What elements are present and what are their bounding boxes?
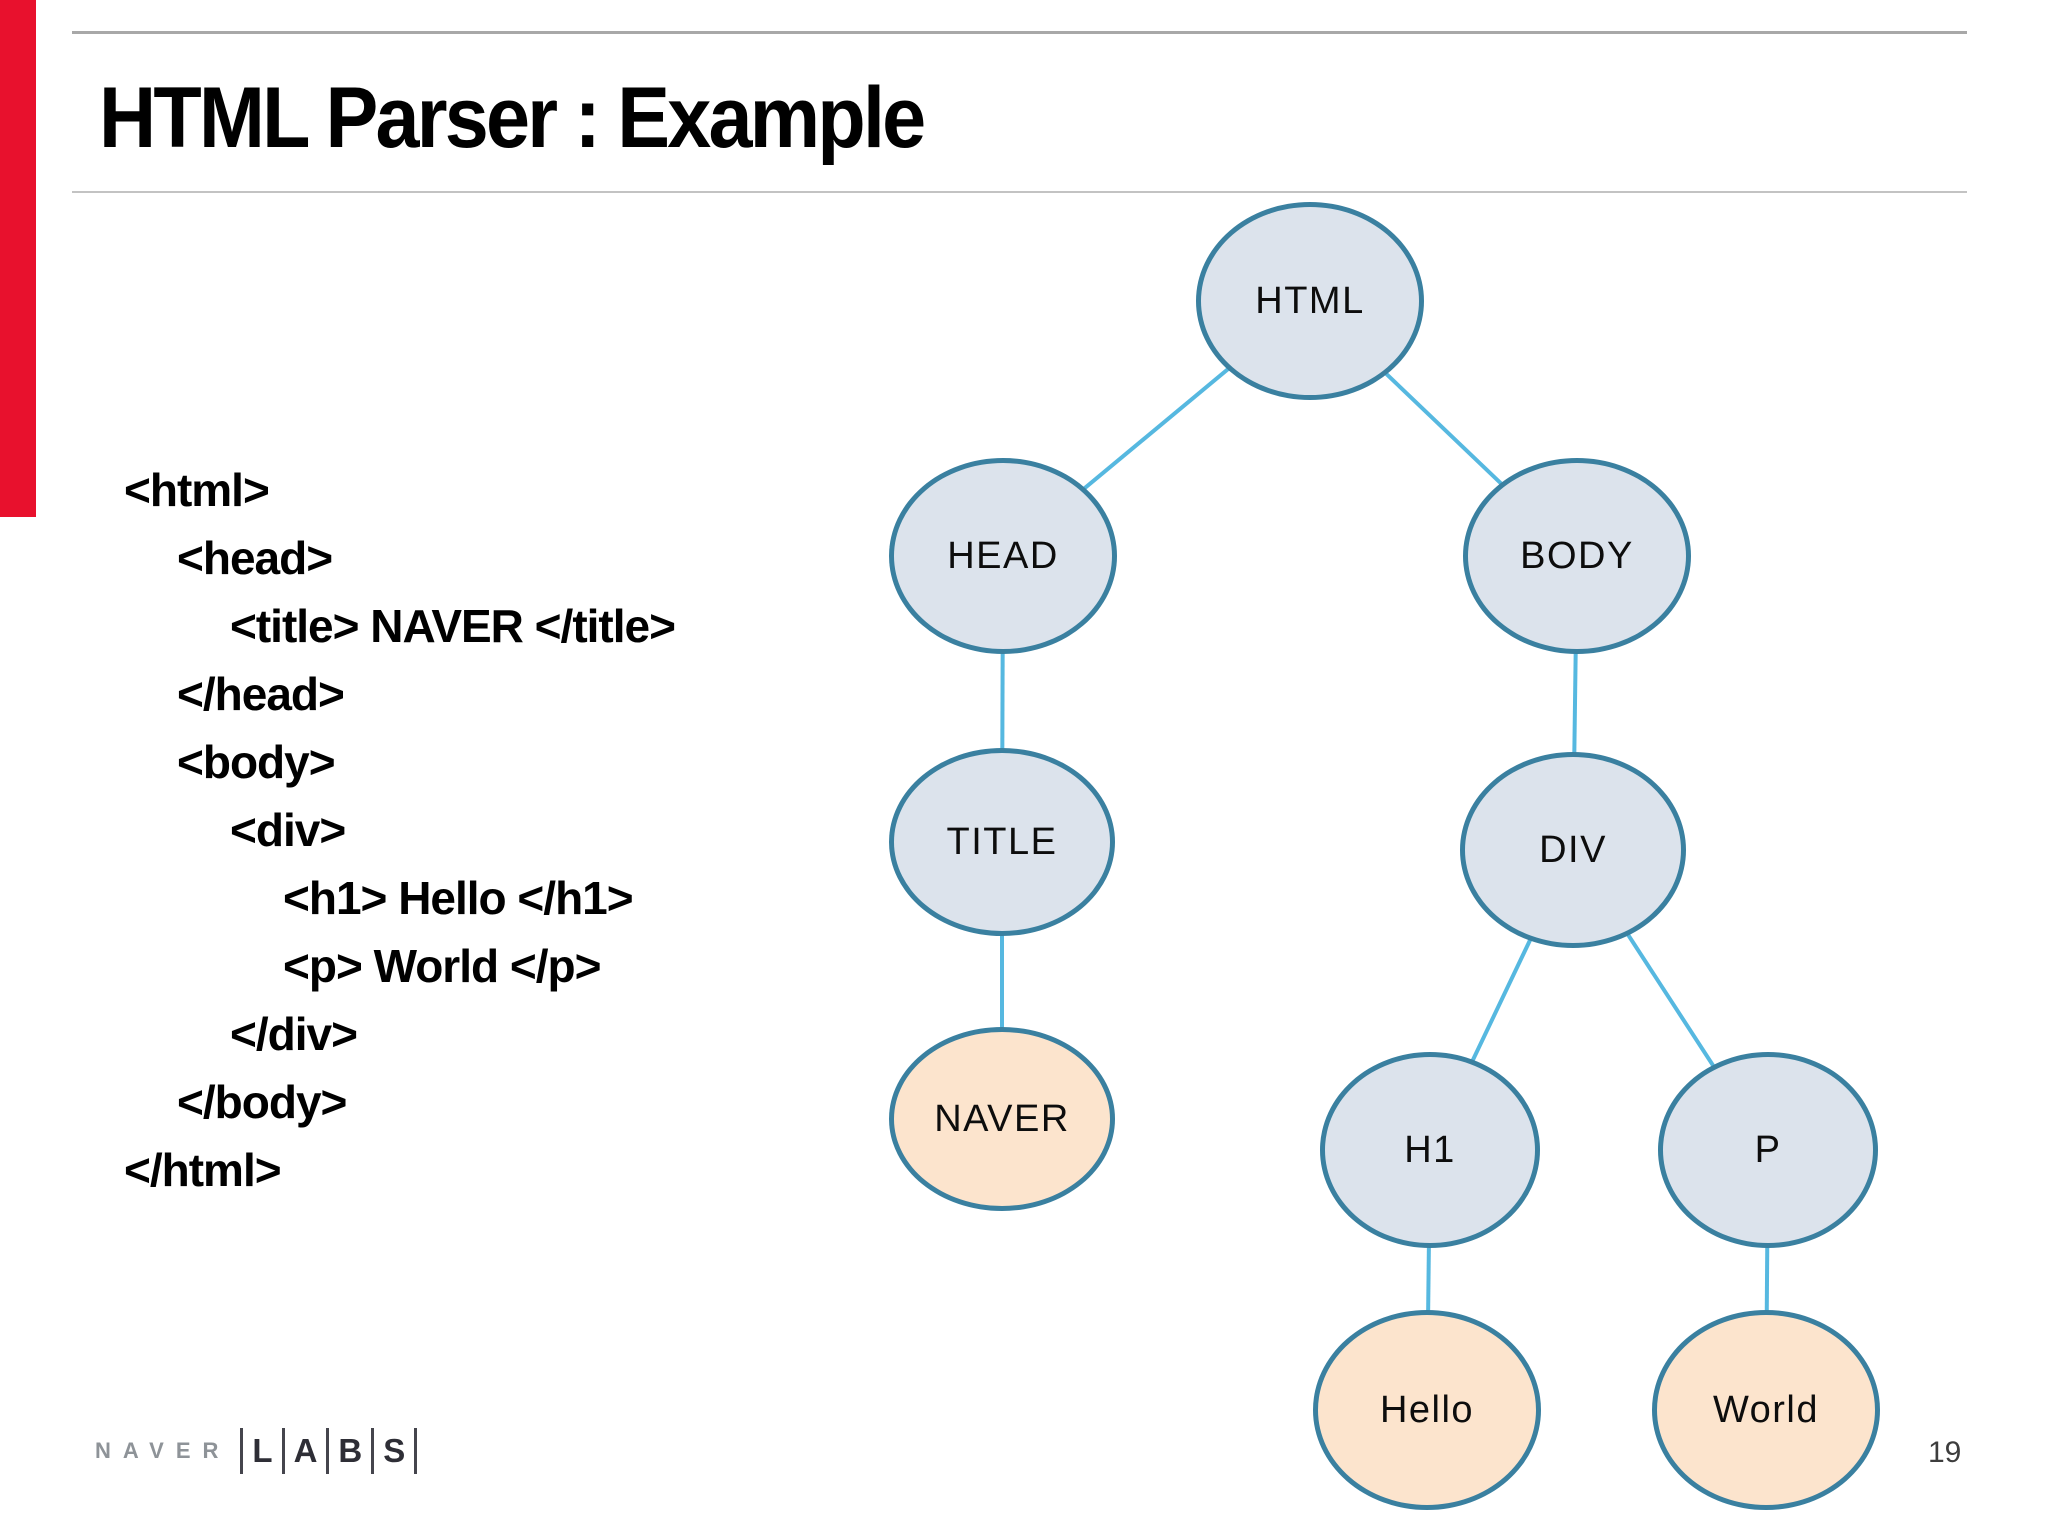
code-line: <h1> Hello </h1> bbox=[283, 872, 634, 924]
tree-node-label: Hello bbox=[1379, 1388, 1475, 1431]
code-line: <html> bbox=[124, 464, 270, 516]
tree-node-label: H1 bbox=[1404, 1128, 1456, 1171]
code-line: <title> NAVER </title> bbox=[230, 600, 676, 652]
tree-node-naver: NAVER bbox=[889, 1027, 1115, 1211]
logo-letter: S bbox=[383, 1432, 406, 1469]
logo-divider bbox=[326, 1428, 330, 1474]
logo-divider bbox=[414, 1428, 418, 1474]
page-number: 19 bbox=[1928, 1436, 1962, 1469]
tree-node-div: DIV bbox=[1460, 752, 1686, 948]
tree-node-title: TITLE bbox=[889, 748, 1115, 936]
tree-node-h1: H1 bbox=[1320, 1052, 1540, 1248]
title-top-rule bbox=[72, 31, 1967, 34]
tree-node-label: NAVER bbox=[934, 1097, 1070, 1140]
code-block: <html> <head> <title> NAVER </title> </head… bbox=[124, 456, 676, 1204]
title-bottom-rule bbox=[72, 191, 1967, 193]
code-line: </div> bbox=[230, 1008, 358, 1060]
code-line: <head> bbox=[177, 532, 333, 584]
tree-node-label: TITLE bbox=[946, 820, 1058, 863]
logo-divider bbox=[240, 1428, 244, 1474]
tree-node-label: World bbox=[1712, 1388, 1820, 1431]
logo-letter: L bbox=[252, 1432, 273, 1469]
tree-node-head: HEAD bbox=[889, 458, 1117, 654]
code-line: </html> bbox=[124, 1144, 282, 1196]
logo-letter: A bbox=[293, 1432, 318, 1469]
tree-node-hello: Hello bbox=[1313, 1310, 1541, 1510]
code-line: </head> bbox=[177, 668, 345, 720]
logo-divider bbox=[371, 1428, 375, 1474]
tree-node-p: P bbox=[1658, 1052, 1878, 1248]
tree-node-html: HTML bbox=[1196, 202, 1424, 400]
page-title: HTML Parser : Example bbox=[99, 70, 926, 166]
tree-node-label: P bbox=[1754, 1128, 1782, 1171]
code-line: <body> bbox=[177, 736, 336, 788]
tree-node-body: BODY bbox=[1463, 458, 1691, 654]
tree-node-label: HTML bbox=[1255, 279, 1365, 322]
accent-bar bbox=[0, 0, 36, 517]
logo-divider bbox=[281, 1428, 285, 1474]
logo-letter: B bbox=[338, 1432, 363, 1469]
tree-node-label: BODY bbox=[1520, 534, 1634, 577]
tree-node-label: DIV bbox=[1539, 828, 1607, 871]
tree-node-label: HEAD bbox=[947, 534, 1059, 577]
tree-node-world: World bbox=[1652, 1310, 1880, 1510]
code-line: <div> bbox=[230, 804, 346, 856]
logo-naver-text: NAVER bbox=[95, 1438, 231, 1463]
code-line: </body> bbox=[177, 1076, 347, 1128]
code-line: <p> World </p> bbox=[283, 940, 601, 992]
